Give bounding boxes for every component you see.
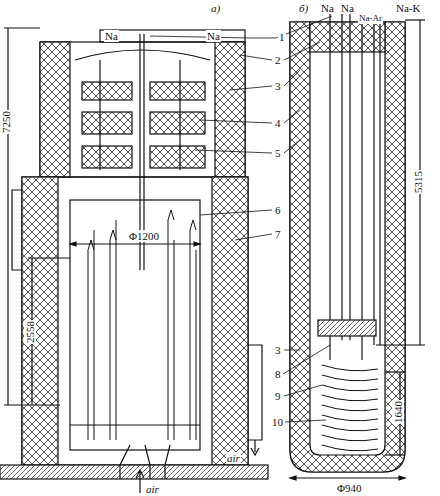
callout-number: 10 — [271, 416, 284, 428]
callout-number: 1 — [278, 31, 286, 43]
label: Na — [320, 2, 335, 14]
label: Na — [104, 30, 119, 42]
callout-number: 6 — [274, 204, 282, 216]
label: air — [145, 483, 160, 495]
callout-number: 9 — [274, 390, 282, 402]
callout-number: 3 — [274, 344, 282, 356]
label: 2558 — [24, 320, 36, 344]
callout-number: 2 — [274, 54, 282, 66]
label: Na — [206, 30, 221, 42]
callout-number: 5 — [274, 147, 282, 159]
callout-number: 4 — [274, 117, 282, 129]
label: Φ940 — [336, 482, 363, 494]
label: Na — [340, 2, 355, 14]
label: a) — [210, 2, 221, 14]
label: 5315 — [412, 170, 424, 194]
label: Na-K — [395, 2, 421, 14]
label: Φ1200 — [128, 230, 160, 242]
label: Na-Ar — [358, 12, 383, 24]
label: б) — [298, 2, 309, 14]
coil-winding — [322, 365, 378, 451]
label: air — [226, 452, 241, 464]
label: 7250 — [0, 110, 12, 134]
callout-number: 8 — [274, 368, 282, 380]
callout-number: 3 — [274, 80, 282, 92]
label: 1640 — [392, 400, 404, 424]
callout-number: 7 — [274, 228, 282, 240]
